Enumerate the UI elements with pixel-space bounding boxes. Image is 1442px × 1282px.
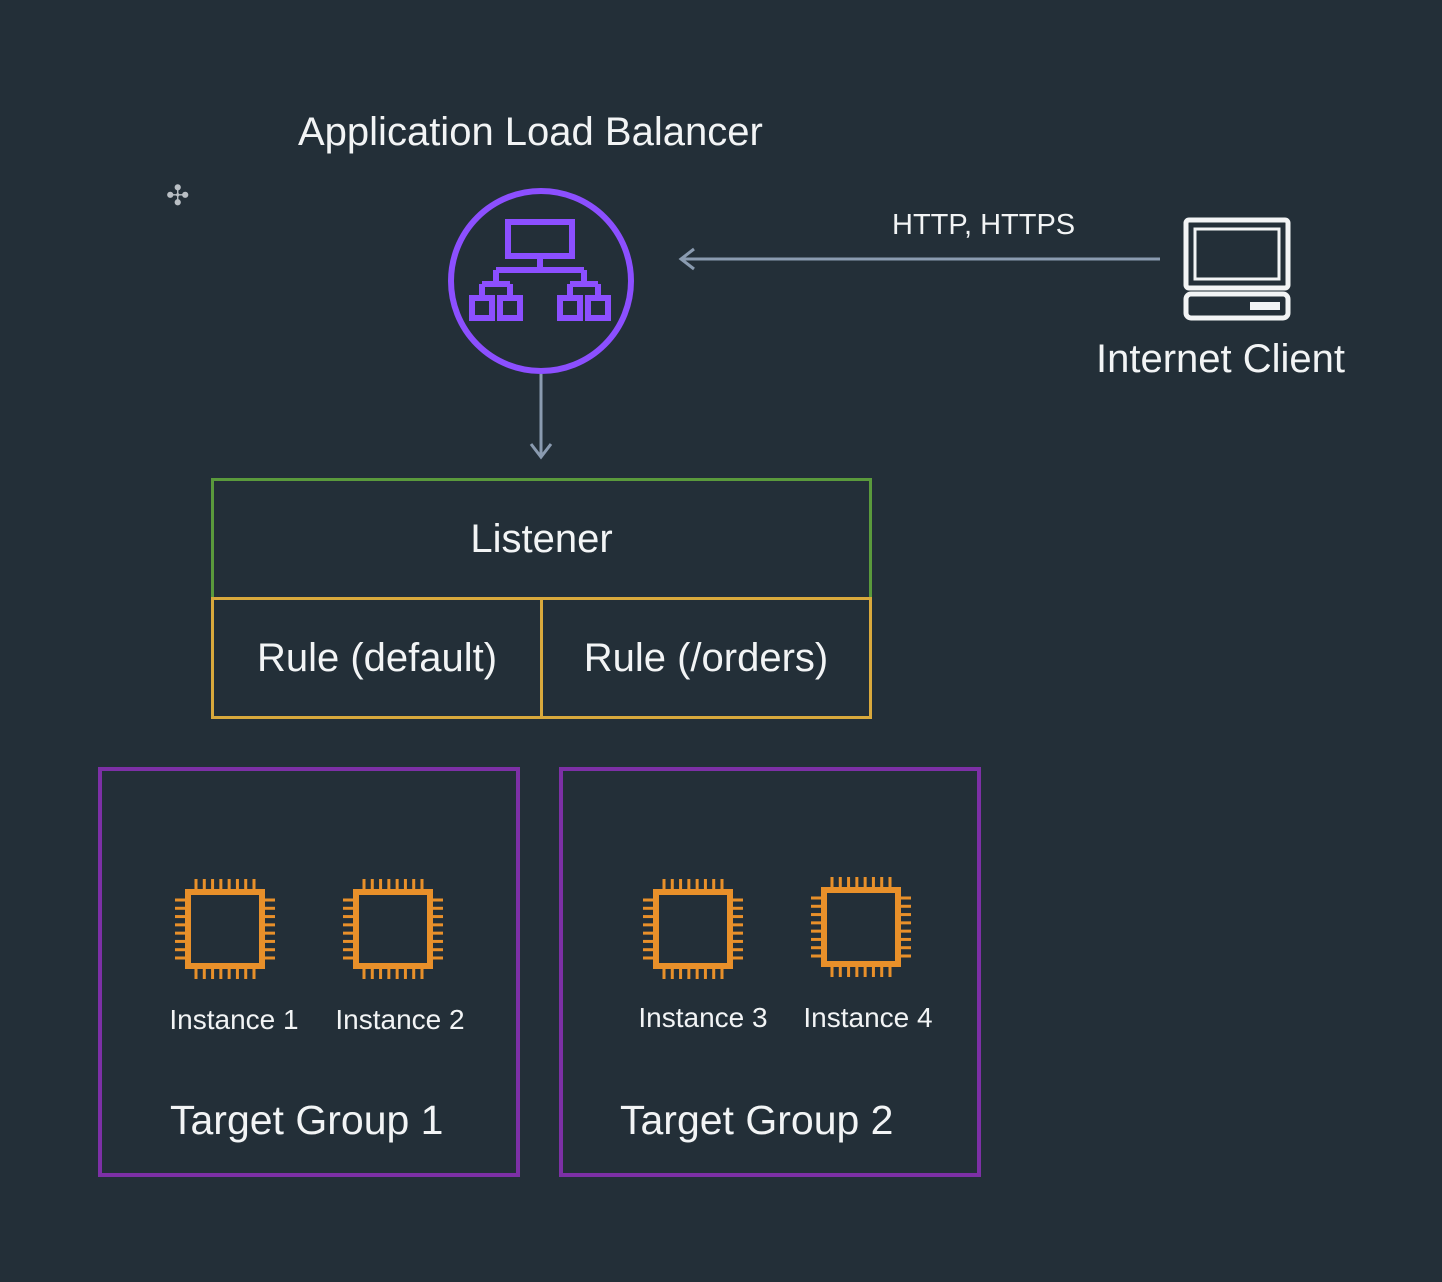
target-group-1-box[interactable] [98,767,520,1177]
load-balancer-title: Application Load Balancer [298,110,763,154]
listener-label: Listener [470,516,613,561]
move-cursor-icon: ✣ [166,180,190,211]
instance-chip-icon[interactable] [340,876,450,986]
instance-2-label: Instance 2 [335,1004,465,1035]
load-balancer-icon[interactable] [446,186,636,376]
listener-box[interactable]: Listener [211,478,872,600]
target-group-2-box[interactable] [559,767,981,1177]
instance-chip-icon[interactable] [640,876,750,986]
rule-orders-box[interactable]: Rule (/orders) [540,597,872,719]
instance-4-label: Instance 4 [803,1002,933,1033]
laptop-icon[interactable] [1182,216,1292,324]
lb-to-listener-arrow [529,374,553,460]
protocol-label: HTTP, HTTPS [892,209,1076,241]
instance-chip-icon[interactable] [808,874,918,984]
target-group-1-label: Target Group 1 [170,1097,444,1143]
target-group-2-label: Target Group 2 [620,1097,894,1143]
rule-default-label: Rule (default) [256,635,498,680]
instance-3-label: Instance 3 [638,1002,768,1033]
instance-chip-icon[interactable] [172,876,282,986]
client-to-lb-arrow [678,247,1160,271]
internet-client-label: Internet Client [1096,337,1346,381]
instance-1-label: Instance 1 [169,1004,299,1035]
rule-orders-label: Rule (/orders) [583,635,829,680]
rule-default-box[interactable]: Rule (default) [211,597,543,719]
